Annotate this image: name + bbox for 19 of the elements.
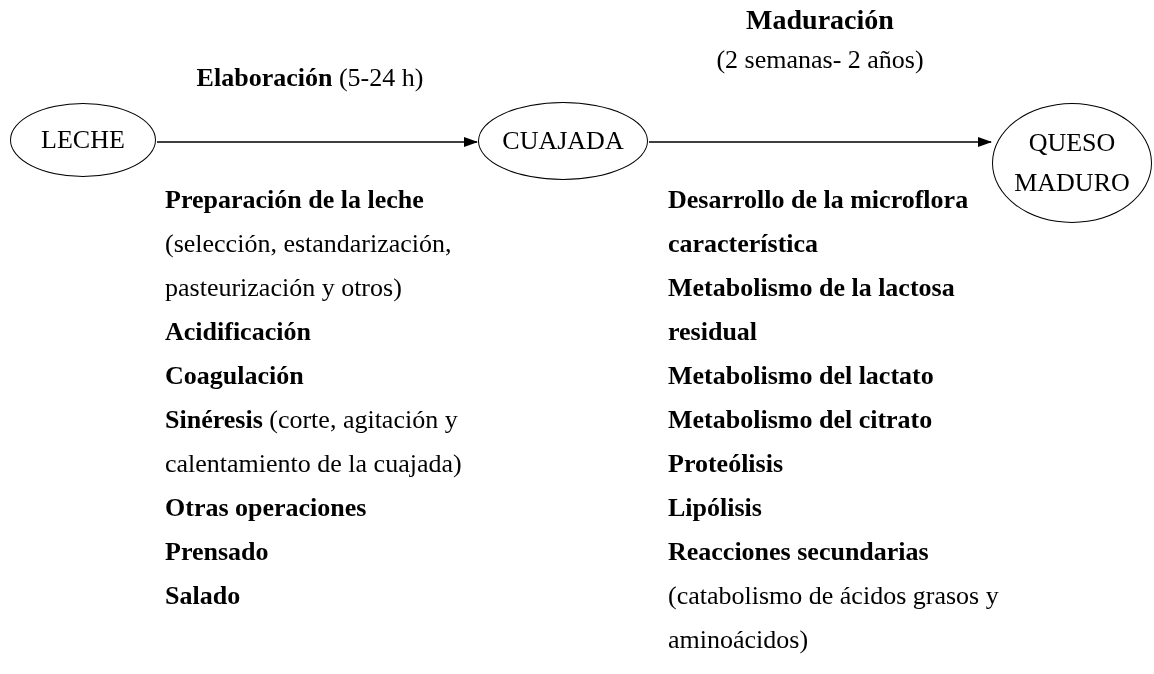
- arrow: [156, 137, 478, 147]
- step-text: Coagulación: [165, 360, 305, 392]
- step-text: Salado: [165, 580, 242, 612]
- step-text: Preparación de la leche (selección, estandarización, pasteurización y otros): [165, 184, 453, 304]
- node-label: QUESO MADURO: [1013, 127, 1131, 199]
- step-text: Proteólisis: [668, 448, 785, 480]
- node-label: CUAJADA: [501, 125, 625, 157]
- step-text: Otras operaciones: [165, 492, 368, 524]
- step-text: Acidificación: [165, 316, 312, 348]
- arrow: [648, 137, 992, 147]
- step-text: Metabolismo del lactato: [668, 360, 935, 392]
- step-text: Metabolismo del citrato: [668, 404, 934, 436]
- node-label: LECHE: [40, 124, 126, 156]
- step-text: Lipólisis: [668, 492, 763, 524]
- step-text: Desarrollo de la microflora característica: [668, 184, 970, 260]
- step-text: Reacciones secundarias (catabolismo de ácidos grasos y aminoácidos): [668, 536, 1000, 656]
- step-text: Metabolismo de la lactosa residual: [668, 272, 956, 348]
- step-text: Prensado: [165, 536, 270, 568]
- step-text: Sinéresis (corte, agitación y calentamiento de la cuajada): [165, 404, 463, 480]
